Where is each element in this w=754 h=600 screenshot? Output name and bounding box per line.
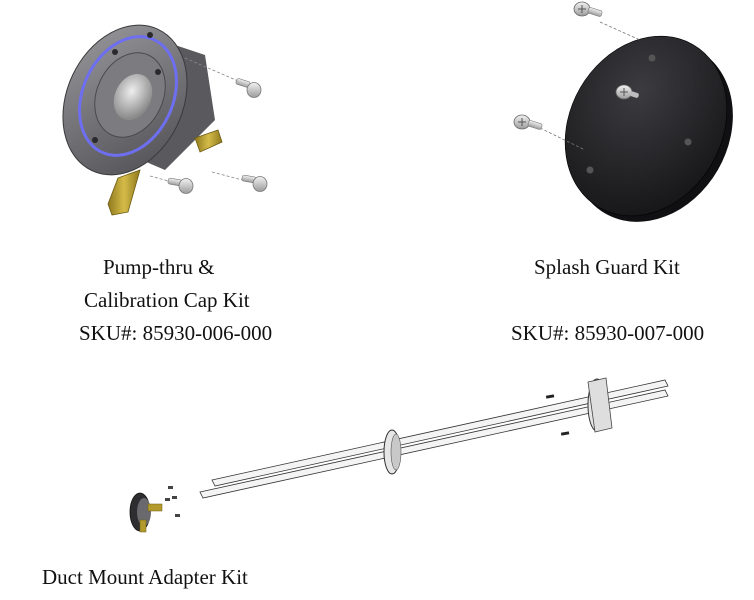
screw-icon <box>573 1 603 17</box>
screw-icon <box>513 114 543 130</box>
screw-icon <box>241 174 268 192</box>
pump-kit-name-line1: Pump-thru & <box>103 255 215 279</box>
splash-kit-sku: SKU#: 85930-007-000 <box>511 321 705 345</box>
duct-mount-adapter-image <box>129 377 669 533</box>
splash-kit-name: Splash Guard Kit <box>534 255 680 279</box>
pump-kit-sku: SKU#: 85930-006-000 <box>79 321 273 345</box>
screw-icon <box>615 84 639 100</box>
pump-thru-calibration-cap-image <box>62 24 268 216</box>
splash-guard-image <box>513 1 733 222</box>
screw-icon <box>235 78 262 98</box>
pump-kit-name-line2: Calibration Cap Kit <box>84 288 250 312</box>
duct-kit-name: Duct Mount Adapter Kit <box>42 565 248 589</box>
screw-icon <box>167 177 194 194</box>
